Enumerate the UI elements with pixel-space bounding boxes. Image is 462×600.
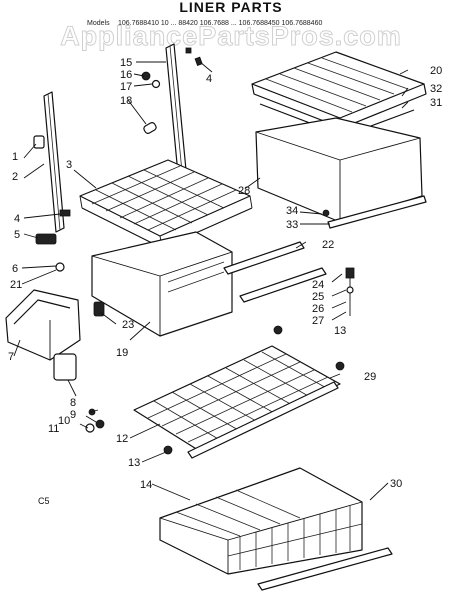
callout-8: 8 bbox=[70, 397, 76, 409]
callout-labels: 1 2 3 4 4 5 6 7 8 9 10 11 12 13 13 14 15… bbox=[8, 57, 442, 491]
left-shelf-rail bbox=[43, 91, 65, 233]
callout-30: 30 bbox=[390, 478, 402, 490]
callout-3: 3 bbox=[66, 159, 72, 171]
callout-12: 12 bbox=[116, 433, 128, 445]
callout-24: 24 bbox=[312, 279, 324, 291]
callout-2: 2 bbox=[12, 171, 18, 183]
callout-19: 19 bbox=[116, 347, 128, 359]
leader-lines bbox=[13, 61, 409, 501]
clip-23 bbox=[93, 301, 105, 317]
watermark-text: AppliancePartsPros.com bbox=[60, 21, 402, 51]
clip-34 bbox=[322, 209, 330, 217]
callout-29: 29 bbox=[364, 371, 376, 383]
callout-7: 7 bbox=[8, 351, 14, 363]
trim-strip-24 bbox=[239, 267, 327, 303]
rail-fittings bbox=[141, 47, 203, 134]
callout-22: 22 bbox=[322, 239, 334, 251]
screw-10-11 bbox=[85, 419, 105, 433]
callout-10: 10 bbox=[58, 415, 70, 427]
trim-strip-22 bbox=[223, 241, 305, 275]
drawer-runner-33 bbox=[327, 195, 427, 229]
callout-15: 15 bbox=[120, 57, 132, 69]
callout-9: 9 bbox=[70, 409, 76, 421]
callout-17: 17 bbox=[120, 81, 132, 93]
callout-33: 33 bbox=[286, 219, 298, 231]
models-label: Models bbox=[87, 20, 110, 27]
callout-21: 21 bbox=[10, 279, 22, 291]
callout-6: 6 bbox=[12, 263, 18, 275]
upper-right-shelf bbox=[251, 51, 427, 129]
center-shelf-rail bbox=[165, 43, 187, 175]
models-list: 106.7688410 10 ... 88420 106.7688 ... 10… bbox=[118, 20, 322, 27]
door-bin bbox=[5, 289, 81, 361]
callout-5: 5 bbox=[14, 229, 20, 241]
callout-11: 11 bbox=[48, 423, 59, 435]
callout-13-right: 13 bbox=[334, 325, 346, 337]
footer-code: C5 bbox=[38, 496, 50, 506]
hinge-parts bbox=[345, 267, 355, 316]
callout-16: 16 bbox=[120, 69, 132, 81]
rail-clip-1 bbox=[33, 135, 45, 149]
callout-28: 28 bbox=[238, 185, 250, 197]
callout-1: 1 bbox=[12, 151, 18, 163]
callout-27: 27 bbox=[312, 315, 324, 327]
callout-32: 32 bbox=[430, 83, 442, 95]
callout-4-top: 4 bbox=[206, 73, 212, 85]
callout-14: 14 bbox=[140, 479, 152, 491]
diagram-title: LINER PARTS bbox=[179, 0, 282, 15]
callout-26: 26 bbox=[312, 303, 324, 315]
clip-6 bbox=[55, 262, 65, 272]
lower-wire-shelf bbox=[133, 345, 341, 451]
crisper-drawer-left bbox=[91, 231, 233, 337]
callout-13-left: 13 bbox=[128, 457, 140, 469]
callout-31: 31 bbox=[430, 97, 442, 109]
callout-23: 23 bbox=[122, 319, 134, 331]
bracket-5 bbox=[35, 233, 57, 245]
callout-34: 34 bbox=[286, 205, 298, 217]
screw-9 bbox=[88, 408, 96, 416]
callout-4-left: 4 bbox=[14, 213, 20, 225]
basket-trim-30 bbox=[257, 547, 393, 591]
callout-25: 25 bbox=[312, 291, 324, 303]
shelf-trim-29 bbox=[187, 381, 339, 459]
callout-20: 20 bbox=[430, 65, 442, 77]
callout-18: 18 bbox=[120, 95, 132, 107]
small-clip-4 bbox=[59, 209, 71, 217]
freezer-basket bbox=[159, 467, 363, 575]
upper-wire-shelf bbox=[79, 159, 253, 249]
bracket-8 bbox=[53, 353, 77, 381]
